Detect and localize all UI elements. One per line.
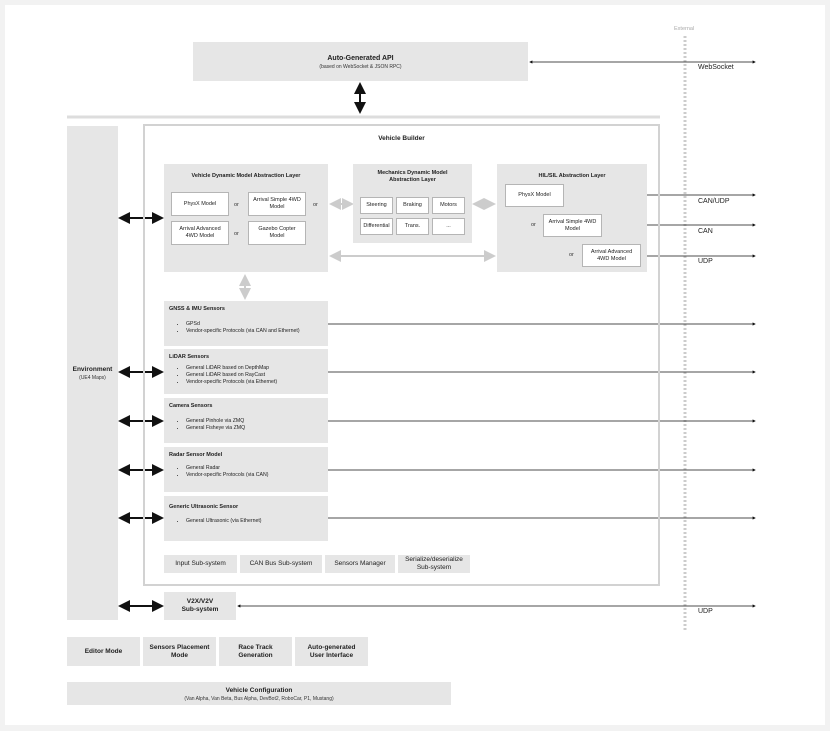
- v2x-box: V2X/V2V Sub-system: [164, 592, 236, 620]
- hil-or-2: or: [569, 252, 574, 258]
- mech-differential: Differential: [360, 218, 393, 235]
- sensor-title: LiDAR Sensors: [169, 354, 210, 360]
- sensor-item: General LiDAR based on DepthMap: [186, 365, 277, 372]
- sensor-items: General Ultrasonic (via Ethernet): [174, 518, 262, 525]
- hil-model-advanced4wd: Arrival Advanced 4WD Model: [582, 244, 641, 267]
- sensor-item: General LiDAR based on RayCast: [186, 372, 277, 379]
- subsystem-canbus: CAN Bus Sub-system: [240, 555, 322, 573]
- environment-subtitle: (UE4 Maps): [79, 375, 106, 381]
- subsystem-sensors-manager: Sensors Manager: [325, 555, 395, 573]
- hil-link-label-2: CAN: [698, 228, 713, 235]
- sensor-items: General Radar Vendor-specific Protocols …: [174, 465, 268, 479]
- sensor-title: Radar Sensor Model: [169, 452, 223, 458]
- vdmal-or-1: or: [234, 202, 239, 208]
- subsystem-input: Input Sub-system: [164, 555, 237, 573]
- sensor-ultrasonic: Generic Ultrasonic Sensor General Ultras…: [164, 496, 328, 541]
- mechanics-title: Mechanics Dynamic Model Abstraction Laye…: [377, 170, 448, 183]
- sensor-item: Vendor-specific Protocols (via CAN and E…: [186, 328, 300, 335]
- mode-race-track: Race Track Generation: [219, 637, 292, 666]
- vdmal-model-advanced4wd: Arrival Advanced 4WD Model: [171, 221, 229, 245]
- hil-link-label-3: UDP: [698, 258, 713, 265]
- vehicle-config-title: Vehicle Configuration: [225, 687, 293, 694]
- hil-link-label-1: CAN/UDP: [698, 198, 730, 205]
- environment-box: Environment (UE4 Maps): [67, 126, 118, 620]
- vehicle-builder-title: Vehicle Builder: [378, 135, 425, 142]
- sensor-camera: Camera Sensors General Pinhole via ZMQ G…: [164, 398, 328, 443]
- sensor-item: General Pinhole via ZMQ: [186, 418, 245, 425]
- api-subtitle: (based on WebSocket & JSON RPC): [319, 64, 402, 70]
- sensor-radar: Radar Sensor Model General Radar Vendor-…: [164, 447, 328, 492]
- vdmal-model-physx: PhysX Model: [171, 192, 229, 216]
- mech-braking: Braking: [396, 197, 429, 214]
- mode-auto-ui: Auto-generated User Interface: [295, 637, 368, 666]
- sensor-items: GPSd Vendor-specific Protocols (via CAN …: [174, 321, 300, 335]
- vdmal-or-2: or: [234, 231, 239, 237]
- environment-title: Environment: [72, 366, 113, 373]
- mode-sensors-placement: Sensors Placement Mode: [143, 637, 216, 666]
- mech-transmission: Trans.: [396, 218, 429, 235]
- hil-model-simple4wd: Arrival Simple 4WD Model: [543, 214, 602, 237]
- sensor-item: General Fisheye via ZMQ: [186, 425, 245, 432]
- vehicle-config-box: Vehicle Configuration (Van Alpha, Van Be…: [67, 682, 451, 705]
- vdmal-model-simple4wd: Arrival Simple 4WD Model: [248, 192, 306, 216]
- mechanics-box: Mechanics Dynamic Model Abstraction Laye…: [353, 164, 472, 243]
- sensor-item: General Radar: [186, 465, 268, 472]
- mech-more: ...: [432, 218, 465, 235]
- sensor-title: GNSS & IMU Sensors: [169, 306, 225, 312]
- hil-or-1: or: [531, 222, 536, 228]
- vdmal-box: Vehicle Dynamic Model Abstraction Layer …: [164, 164, 328, 272]
- sensor-items: General Pinhole via ZMQ General Fisheye …: [174, 418, 245, 432]
- subsystem-serialize: Serialize/deserialize Sub-system: [398, 555, 470, 573]
- sensor-item: GPSd: [186, 321, 300, 328]
- sensor-lidar: LiDAR Sensors General LiDAR based on Dep…: [164, 349, 328, 394]
- sensor-title: Generic Ultrasonic Sensor: [169, 504, 239, 510]
- vdmal-title: Vehicle Dynamic Model Abstraction Layer: [191, 173, 301, 179]
- sensor-gnss-imu: GNSS & IMU Sensors GPSd Vendor-specific …: [164, 301, 328, 346]
- sensor-item: General Ultrasonic (via Ethernet): [186, 518, 262, 525]
- vdmal-model-gazebo: Gazebo Copter Model: [248, 221, 306, 245]
- hil-model-physx: PhysX Model: [505, 184, 564, 207]
- mech-steering: Steering: [360, 197, 393, 214]
- api-title: Auto-Generated API: [327, 55, 394, 62]
- external-label: External: [674, 26, 695, 32]
- mech-motors: Motors: [432, 197, 465, 214]
- sensor-item: Vendor-specific Protocols (via Ethernet): [186, 379, 277, 386]
- api-box: Auto-Generated API (based on WebSocket &…: [193, 42, 528, 81]
- vehicle-builder-frame: Vehicle Builder: [143, 124, 660, 586]
- sensor-items: General LiDAR based on DepthMap General …: [174, 365, 277, 386]
- websocket-label: WebSocket: [698, 64, 734, 71]
- v2x-udp-label: UDP: [698, 608, 713, 615]
- sensor-item: Vendor-specific Protocols (via CAN): [186, 472, 268, 479]
- mode-editor: Editor Mode: [67, 637, 140, 666]
- sensor-title: Camera Sensors: [169, 403, 213, 409]
- hil-box: HIL/SIL Abstraction Layer PhysX Model Ar…: [497, 164, 647, 272]
- hil-title: HIL/SIL Abstraction Layer: [538, 173, 606, 179]
- vehicle-config-subtitle: (Van Alpha, Van Beta, Bus Alpha, DevBot2…: [184, 696, 334, 702]
- vdmal-or-3: or: [313, 202, 318, 208]
